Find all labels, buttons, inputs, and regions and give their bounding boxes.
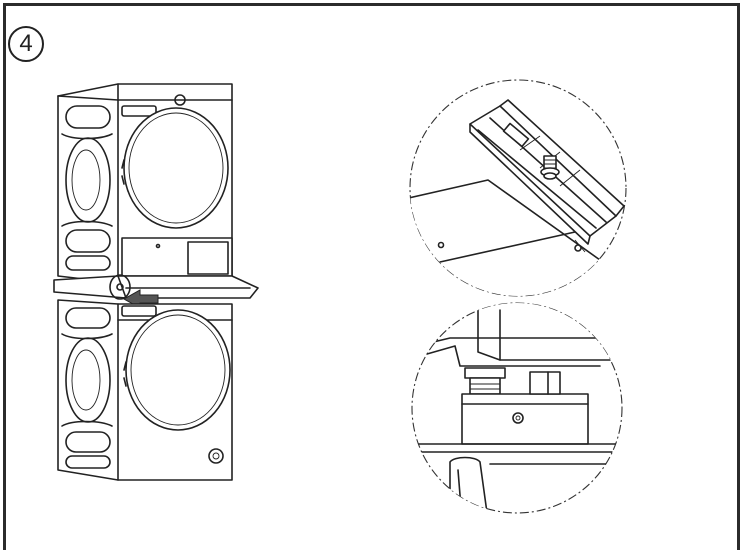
- stacked-appliances: [53, 83, 259, 481]
- dryer-power-knob: [174, 94, 186, 106]
- fixing-bracket: [461, 393, 589, 445]
- pull-out-shelf: [53, 274, 259, 300]
- dryer-unit: [57, 83, 233, 284]
- dryer-detergent-drawer: [121, 105, 157, 117]
- dryer-side-pattern: [61, 105, 113, 271]
- dryer-display: [187, 241, 229, 275]
- washer-detergent-drawer: [121, 305, 157, 317]
- washer-side-pattern: [61, 307, 113, 469]
- washer-door: [125, 309, 231, 431]
- panel-frame: [3, 3, 740, 550]
- step-number: 4: [19, 30, 33, 57]
- shelf-bracket-highlight: [109, 274, 131, 300]
- fixing-screw-hole: [512, 412, 524, 424]
- detail-screw-fixing: [411, 302, 623, 514]
- detail-shelf-bracket: [409, 79, 627, 297]
- dryer-door: [123, 107, 229, 229]
- washer-unit: [57, 299, 233, 481]
- step-number-badge: 4: [8, 26, 44, 62]
- washer-filter-cover: [208, 448, 224, 464]
- bracket-screw-icon: [540, 155, 560, 180]
- dryer-top-edge: [57, 95, 233, 101]
